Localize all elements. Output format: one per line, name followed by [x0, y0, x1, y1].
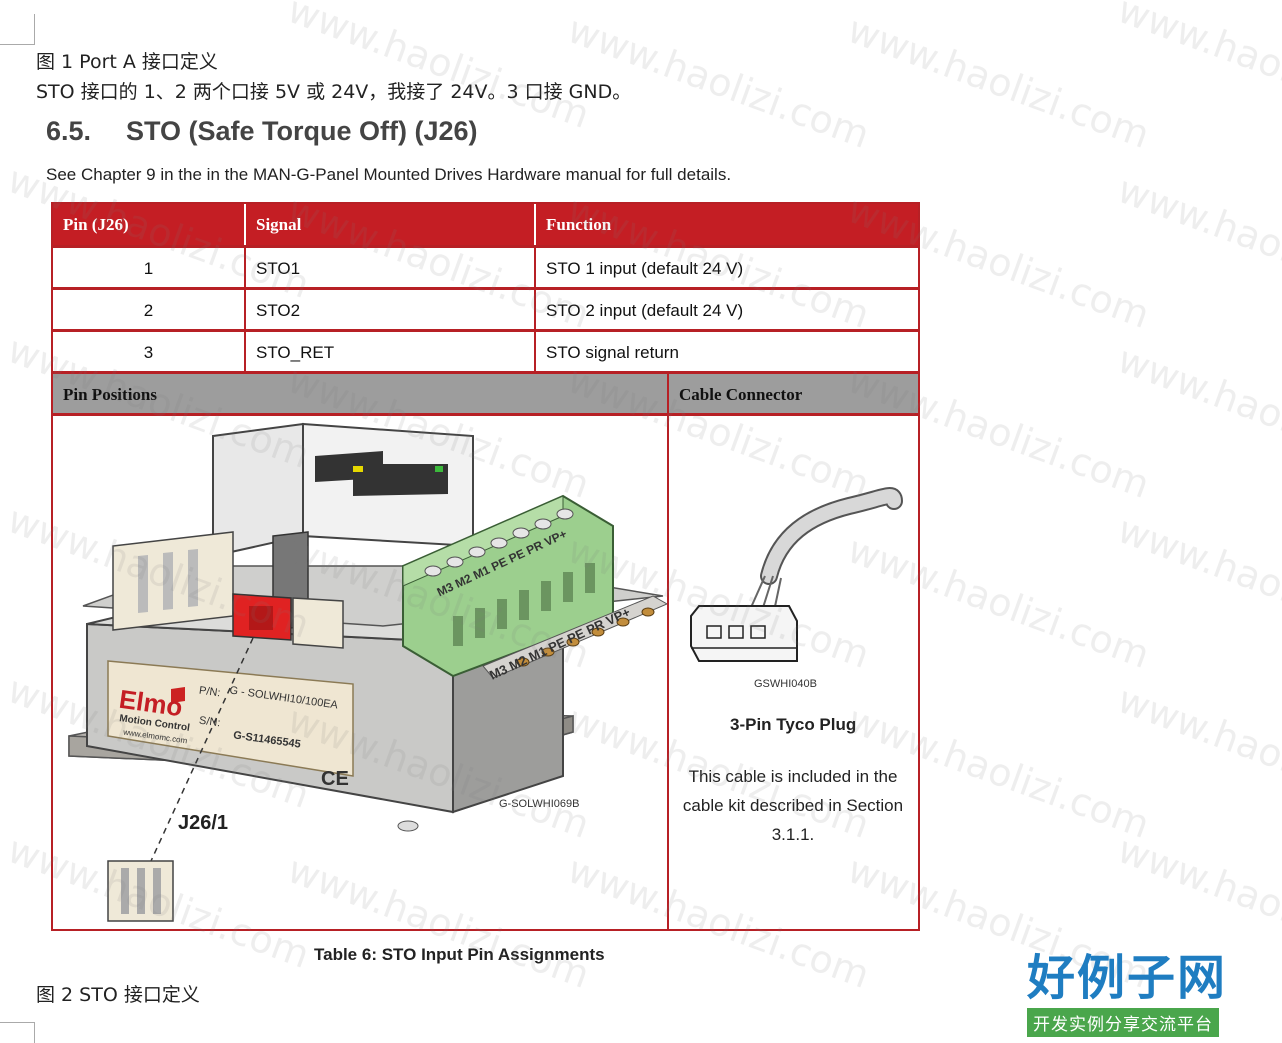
header-signal: Signal [246, 204, 536, 245]
pin-positions-header: Pin Positions [53, 374, 669, 416]
corner-mark-top [0, 14, 35, 45]
table-header-row: Pin (J26) Signal Function [53, 204, 918, 245]
section-title: STO (Safe Torque Off) (J26) [126, 116, 478, 146]
watermark: www.haolizi.com [1112, 0, 1282, 137]
table-row: 1 STO1 STO 1 input (default 24 V) [53, 245, 918, 290]
watermark: www.haolizi.com [1112, 337, 1282, 487]
table-row: 2 STO2 STO 2 input (default 24 V) [53, 287, 918, 332]
corner-mark-bottom [0, 1022, 35, 1043]
column-divider [667, 371, 669, 929]
section-number: 6.5. [46, 116, 92, 146]
pin-cell: 2 [53, 290, 246, 332]
sto-note: STO 接口的 1、2 两个口接 5V 或 24V，我接了 24V。3 口接 G… [36, 81, 632, 103]
signal-cell: STO1 [246, 248, 536, 290]
header-function: Function [546, 214, 612, 234]
figure-header-row: Pin Positions Cable Connector [53, 371, 918, 416]
figure-2-caption: 图 2 STO 接口定义 [36, 984, 200, 1006]
sto-pin-table: Pin (J26) Signal Function 1 STO1 STO 1 i… [51, 202, 920, 931]
see-chapter-text: See Chapter 9 in the in the MAN-G-Panel … [46, 165, 732, 184]
haolizi-logo: 好例子网 开发实例分享交流平台 [1027, 950, 1239, 1037]
logo-main-text: 好例子网 [1027, 950, 1228, 1006]
table-row: 3 STO_RET STO signal return [53, 329, 918, 374]
cable-connector-header: Cable Connector [679, 385, 803, 404]
header-pin: Pin (J26) [53, 204, 246, 245]
function-cell: STO 2 input (default 24 V) [546, 301, 744, 320]
drive-figure-label: G-SOLWHI069B [499, 798, 580, 810]
plug-part-label: GSWHI040B [754, 678, 817, 690]
drive-illustration [68, 422, 667, 922]
watermark: www.haolizi.com [1112, 167, 1282, 317]
signal-cell: STO_RET [246, 332, 536, 374]
function-cell: STO 1 input (default 24 V) [546, 259, 744, 278]
j26-label: J26/1 [178, 812, 229, 834]
divider [53, 413, 918, 416]
logo-sub-text: 开发实例分享交流平台 [1027, 1008, 1219, 1037]
pin-cell: 1 [53, 248, 246, 290]
function-cell: STO signal return [546, 343, 679, 362]
watermark: www.haolizi.com [1112, 507, 1282, 657]
tyco-plug-illustration [690, 487, 903, 662]
watermark: www.haolizi.com [842, 7, 1156, 157]
watermark: www.haolizi.com [1112, 677, 1282, 827]
pin-cell: 3 [53, 332, 246, 374]
signal-cell: STO2 [246, 290, 536, 332]
table-caption: Table 6: STO Input Pin Assignments [314, 945, 605, 964]
plug-title: 3-Pin Tyco Plug [730, 715, 857, 734]
section-heading: 6.5. STO (Safe Torque Off) (J26) [46, 116, 478, 147]
plug-description: This cable is included in the cable kit … [682, 767, 904, 844]
ce-mark: CE [321, 768, 349, 790]
figure-1-caption: 图 1 Port A 接口定义 [36, 51, 218, 73]
